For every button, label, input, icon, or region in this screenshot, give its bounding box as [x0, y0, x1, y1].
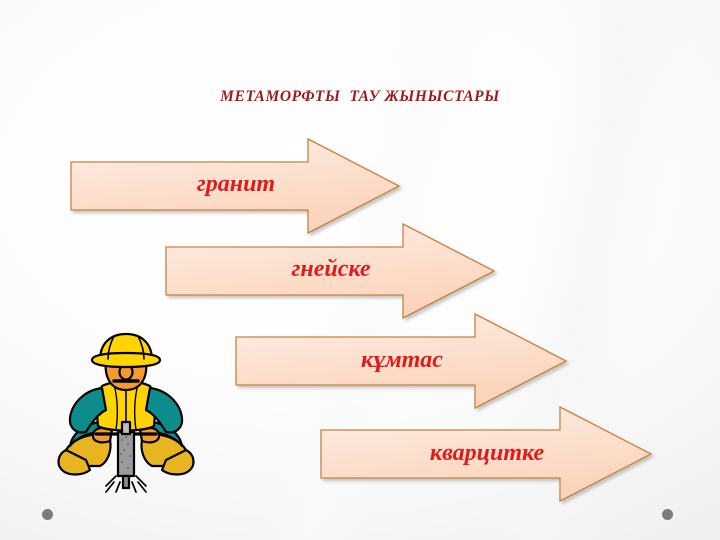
arrow-shape-granit[interactable]: гранит: [70, 137, 402, 235]
arrow-shape-kvartsitke[interactable]: кварцитке: [320, 405, 654, 503]
arrow-shape-kumtas[interactable]: кұмтас: [235, 312, 569, 410]
arrow-shape-gneiske[interactable]: гнейске: [165, 222, 497, 320]
right-arrow-icon: [320, 405, 653, 503]
page-title: МЕТАМОРФТЫ ТАУ ЖЫНЫСТАРЫ: [220, 88, 500, 105]
footer-dot-right: [662, 509, 673, 520]
right-arrow-icon: [235, 312, 568, 410]
footer-dot-left: [42, 509, 53, 520]
right-arrow-icon: [165, 222, 496, 320]
construction-worker-icon: [56, 330, 196, 493]
right-arrow-icon: [70, 137, 401, 235]
